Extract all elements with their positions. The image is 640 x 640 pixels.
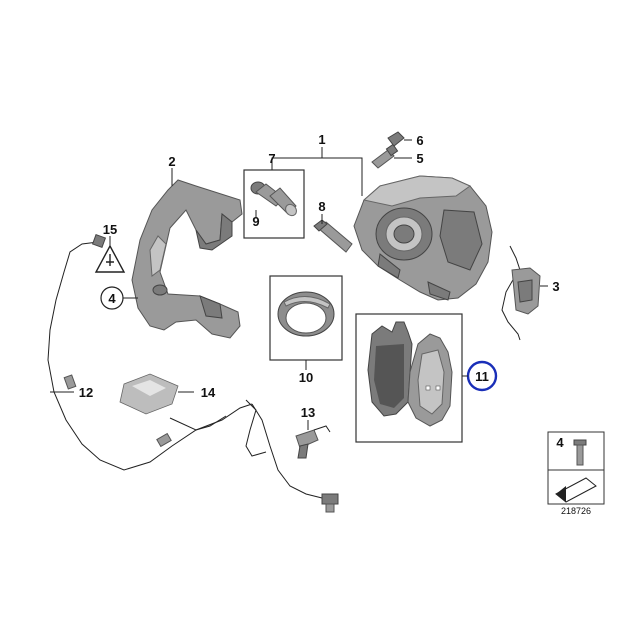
label-14: 14 <box>201 385 216 400</box>
part-3-anti-rattle-spring[interactable] <box>501 245 541 341</box>
label-6: 6 <box>416 133 423 148</box>
label-4: 4 <box>108 291 116 306</box>
part-13-clip[interactable] <box>295 425 331 459</box>
part-11-brake-pad-left[interactable] <box>367 321 413 417</box>
part-11-brake-pad-right[interactable] <box>407 333 453 427</box>
label-1: 1 <box>318 132 325 147</box>
label-9: 9 <box>252 214 259 229</box>
legend-label: 4 <box>556 435 564 450</box>
diagram-id: 218726 <box>561 506 591 516</box>
part-15-warning-label[interactable] <box>94 244 126 273</box>
part-1-brake-caliper[interactable] <box>353 175 493 301</box>
label-11[interactable]: 11 <box>475 369 489 384</box>
arrow-icon <box>555 477 597 503</box>
part-9-guide-bushing[interactable] <box>250 181 299 218</box>
bolt-icon <box>573 439 587 466</box>
label-5: 5 <box>416 151 423 166</box>
leader-lines <box>50 139 548 430</box>
label-13: 13 <box>301 405 315 420</box>
part-2-caliper-carrier[interactable] <box>131 179 243 339</box>
part-5-bleeder-screw[interactable] <box>371 143 399 169</box>
label-15: 15 <box>103 222 117 237</box>
part-10-piston-seal[interactable] <box>277 291 335 337</box>
label-7: 7 <box>268 151 275 166</box>
part-8-guide-bolt[interactable] <box>313 219 353 253</box>
label-3: 3 <box>552 279 559 294</box>
legend-box: 4 218726 <box>547 431 605 516</box>
label-2: 2 <box>168 154 175 169</box>
label-8: 8 <box>318 199 325 214</box>
label-10: 10 <box>299 370 313 385</box>
label-4-circle <box>100 286 124 310</box>
part-12-wear-sensor-cable[interactable] <box>47 233 339 513</box>
part-6-bleeder-cap[interactable] <box>387 131 405 147</box>
part-14-grease-packet[interactable] <box>119 373 179 415</box>
label-12: 12 <box>79 385 93 400</box>
